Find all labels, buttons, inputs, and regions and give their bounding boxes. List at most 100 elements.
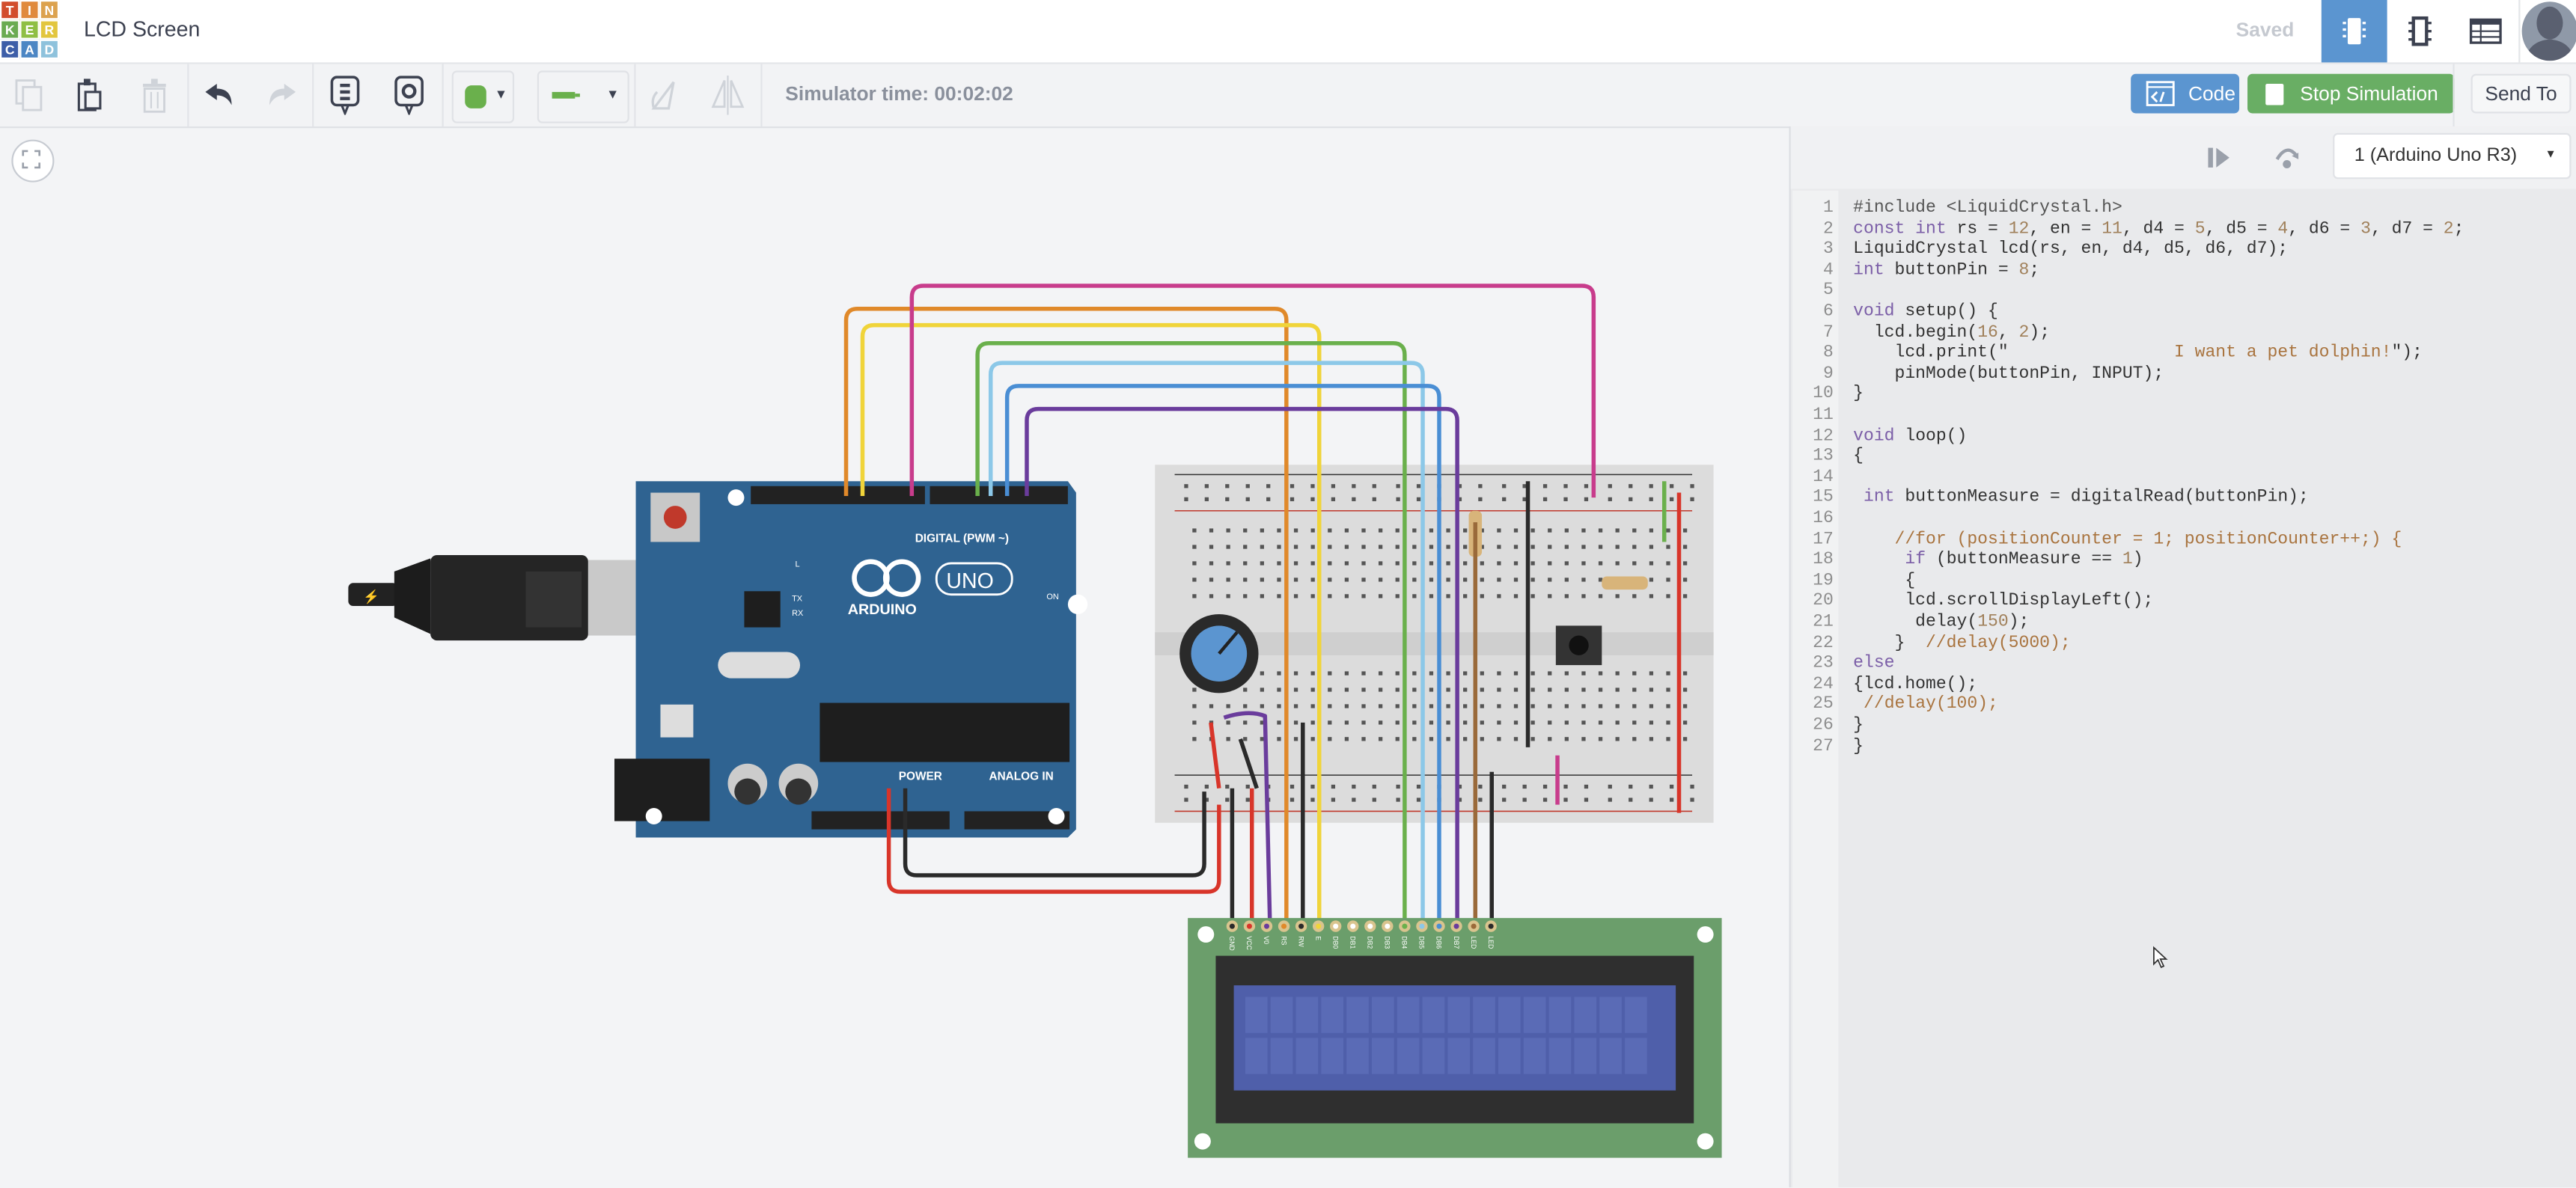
breadboard-hole[interactable] <box>1666 594 1670 598</box>
breadboard-hole[interactable] <box>1548 594 1552 598</box>
breadboard-hole[interactable] <box>1184 797 1188 802</box>
breadboard-hole[interactable] <box>1463 578 1468 582</box>
code-line[interactable]: //delay(100); <box>1853 695 1998 714</box>
breadboard-hole[interactable] <box>1564 720 1569 725</box>
breadboard-hole[interactable] <box>1331 497 1336 501</box>
step-over-button[interactable] <box>2274 143 2300 177</box>
breadboard-hole[interactable] <box>1328 737 1332 741</box>
breadboard-hole[interactable] <box>1361 594 1366 598</box>
breadboard-hole[interactable] <box>1225 797 1230 802</box>
breadboard-hole[interactable] <box>1548 528 1552 533</box>
breadboard-hole[interactable] <box>1277 704 1281 708</box>
breadboard-hole[interactable] <box>1446 594 1450 598</box>
breadboard-hole[interactable] <box>1344 545 1349 549</box>
breadboard-hole[interactable] <box>1522 484 1527 489</box>
breadboard-hole[interactable] <box>1530 688 1535 692</box>
breadboard-hole[interactable] <box>1598 704 1603 708</box>
breadboard-hole[interactable] <box>1378 704 1383 708</box>
breadboard-hole[interactable] <box>1429 688 1434 692</box>
breadboard-hole[interactable] <box>1666 720 1670 725</box>
breadboard-hole[interactable] <box>1416 784 1421 789</box>
code-line[interactable]: lcd.begin(16, 2); <box>1853 323 2050 343</box>
breadboard-hole[interactable] <box>1277 545 1281 549</box>
breadboard-hole[interactable] <box>1682 688 1688 692</box>
breadboard-hole[interactable] <box>1502 797 1507 802</box>
breadboard-hole[interactable] <box>1277 720 1281 725</box>
breadboard-hole[interactable] <box>1615 561 1620 566</box>
breadboard-hole[interactable] <box>1310 737 1315 741</box>
breadboard-hole[interactable] <box>1649 688 1654 692</box>
breadboard-hole[interactable] <box>1361 545 1366 549</box>
breadboard-hole[interactable] <box>1649 784 1653 789</box>
breadboard-hole[interactable] <box>1615 528 1620 533</box>
breadboard-hole[interactable] <box>1260 528 1264 533</box>
breadboard-hole[interactable] <box>1632 528 1637 533</box>
breadboard-hole[interactable] <box>1530 704 1535 708</box>
breadboard-hole[interactable] <box>1277 671 1281 676</box>
wire-type-dropdown[interactable]: ▼ <box>537 70 629 123</box>
breadboard-hole[interactable] <box>1293 528 1298 533</box>
breadboard-hole[interactable] <box>1344 528 1349 533</box>
arduino-uno-board[interactable]: ARDUINO UNO DIGITAL (PWM ~) POWER ANALOG… <box>614 481 1088 838</box>
breadboard-hole[interactable] <box>1412 671 1417 676</box>
breadboard-hole[interactable] <box>1632 688 1637 692</box>
breadboard-hole[interactable] <box>1361 671 1366 676</box>
breadboard-hole[interactable] <box>1649 561 1654 566</box>
circuit-view-button[interactable] <box>2321 0 2387 63</box>
breadboard-hole[interactable] <box>1530 720 1535 725</box>
breadboard-hole[interactable] <box>1344 578 1349 582</box>
breadboard-hole[interactable] <box>1615 720 1620 725</box>
breadboard-hole[interactable] <box>1522 797 1527 802</box>
breadboard-hole[interactable] <box>1480 528 1484 533</box>
breadboard-hole[interactable] <box>1682 720 1688 725</box>
breadboard-hole[interactable] <box>1669 797 1674 802</box>
breadboard-hole[interactable] <box>1690 484 1694 489</box>
breadboard-hole[interactable] <box>1513 545 1519 549</box>
breadboard-hole[interactable] <box>1457 797 1462 802</box>
breadboard-hole[interactable] <box>1192 688 1197 692</box>
code-line[interactable]: {lcd.home(); <box>1853 675 1977 694</box>
breadboard-hole[interactable] <box>1260 737 1264 741</box>
breadboard-hole[interactable] <box>1682 528 1688 533</box>
breadboard-hole[interactable] <box>1522 784 1527 789</box>
breadboard-hole[interactable] <box>1548 578 1552 582</box>
code-line[interactable]: lcd.scrollDisplayLeft(); <box>1853 592 2153 611</box>
breadboard-hole[interactable] <box>1615 671 1620 676</box>
breadboard-hole[interactable] <box>1548 545 1552 549</box>
breadboard-hole[interactable] <box>1480 688 1484 692</box>
breadboard-hole[interactable] <box>1361 737 1366 741</box>
breadboard-hole[interactable] <box>1416 484 1421 489</box>
breadboard-hole[interactable] <box>1192 704 1197 708</box>
breadboard-hole[interactable] <box>1209 704 1214 708</box>
breadboard-hole[interactable] <box>1480 561 1484 566</box>
breadboard-hole[interactable] <box>1629 797 1633 802</box>
project-title[interactable]: LCD Screen <box>83 16 201 41</box>
breadboard-hole[interactable] <box>1666 578 1670 582</box>
breadboard-hole[interactable] <box>1480 594 1484 598</box>
breadboard-hole[interactable] <box>1629 484 1633 489</box>
breadboard-hole[interactable] <box>1192 737 1197 741</box>
breadboard-hole[interactable] <box>1328 671 1332 676</box>
breadboard-hole[interactable] <box>1497 594 1501 598</box>
breadboard-hole[interactable] <box>1463 594 1468 598</box>
breadboard-hole[interactable] <box>1581 594 1586 598</box>
breadboard-hole[interactable] <box>1192 578 1197 582</box>
breadboard-hole[interactable] <box>1395 704 1400 708</box>
breadboard-hole[interactable] <box>1331 797 1336 802</box>
breadboard-hole[interactable] <box>1682 594 1688 598</box>
breadboard-hole[interactable] <box>1682 737 1688 741</box>
breadboard-hole[interactable] <box>1666 737 1670 741</box>
breadboard-hole[interactable] <box>1260 561 1264 566</box>
breadboard-hole[interactable] <box>1581 737 1586 741</box>
code-line[interactable]: LiquidCrystal lcd(rs, en, d4, d5, d6, d7… <box>1853 240 2288 260</box>
breadboard-hole[interactable] <box>1497 578 1501 582</box>
breadboard-hole[interactable] <box>1629 784 1633 789</box>
breadboard-hole[interactable] <box>1513 671 1519 676</box>
code-line[interactable]: void loop() <box>1853 426 1967 446</box>
breadboard-hole[interactable] <box>1226 704 1230 708</box>
breadboard-hole[interactable] <box>1548 671 1552 676</box>
breadboard-hole[interactable] <box>1446 561 1450 566</box>
breadboard-hole[interactable] <box>1457 497 1462 501</box>
breadboard-hole[interactable] <box>1530 578 1535 582</box>
